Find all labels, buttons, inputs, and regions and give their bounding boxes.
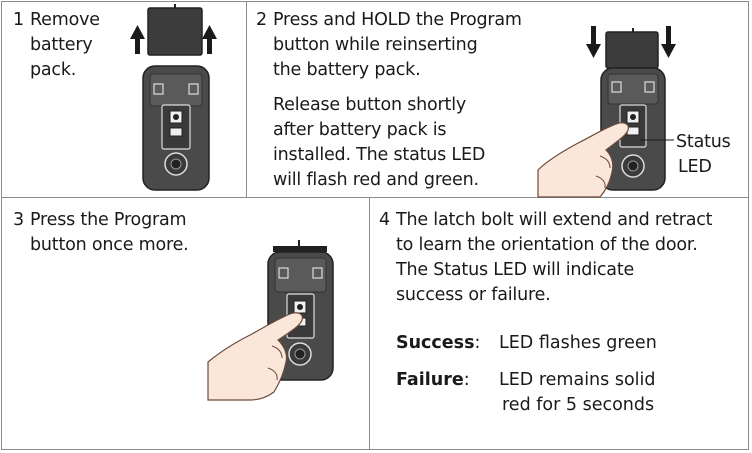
- failure-label: Failure:: [396, 370, 470, 390]
- step-1-line-1: Remove: [30, 10, 100, 30]
- success-label: Success:: [396, 333, 481, 353]
- battery-pack-icon: [147, 4, 203, 56]
- success-value: LED flashes green: [499, 333, 657, 353]
- step-4-line-3: The Status LED will indicate: [396, 260, 635, 280]
- step-1-line-2: battery: [30, 35, 93, 55]
- step-2-line-3: the battery pack.: [273, 60, 421, 80]
- status-led-callout-line-1: Status: [676, 132, 731, 152]
- step-2-number: 2: [256, 10, 267, 30]
- step-2-extra-4: will flash red and green.: [273, 170, 479, 190]
- step-2-extra-2: after battery pack is: [273, 120, 447, 140]
- step-1-line-3: pack.: [30, 60, 77, 80]
- step-2-line-2: button while reinserting: [273, 35, 478, 55]
- column-divider-bottom: [369, 197, 370, 450]
- up-arrow-icon: [202, 25, 217, 54]
- down-arrow-icon: [661, 26, 676, 58]
- step-3-line-1: Press the Program: [30, 210, 187, 230]
- lock-device-icon: [600, 67, 674, 191]
- status-led-callout-line-2: LED: [678, 157, 712, 177]
- lock-device-icon: [142, 65, 210, 191]
- step-2-extra-3: installed. The status LED: [273, 145, 486, 165]
- step-4-number: 4: [379, 210, 390, 230]
- up-arrow-icon: [130, 25, 145, 54]
- step-2-extra-1: Release button shortly: [273, 95, 467, 115]
- step-1-number: 1: [13, 10, 24, 30]
- pointing-hand-icon: [207, 312, 303, 401]
- down-arrow-icon: [586, 26, 601, 58]
- step-2-line-1: Press and HOLD the Program: [273, 10, 522, 30]
- failure-value-line-1: LED remains solid: [499, 370, 656, 390]
- pointing-hand-icon: [537, 122, 629, 198]
- step-3-number: 3: [13, 210, 24, 230]
- step-4-line-1: The latch bolt will extend and retract: [396, 210, 713, 230]
- step-4-line-2: to learn the orientation of the door.: [396, 235, 698, 255]
- step-3-line-2: button once more.: [30, 235, 189, 255]
- failure-value-line-2: red for 5 seconds: [502, 395, 655, 415]
- column-divider-top: [246, 1, 247, 198]
- row-divider: [1, 197, 749, 198]
- step-4-line-4: success or failure.: [396, 285, 551, 305]
